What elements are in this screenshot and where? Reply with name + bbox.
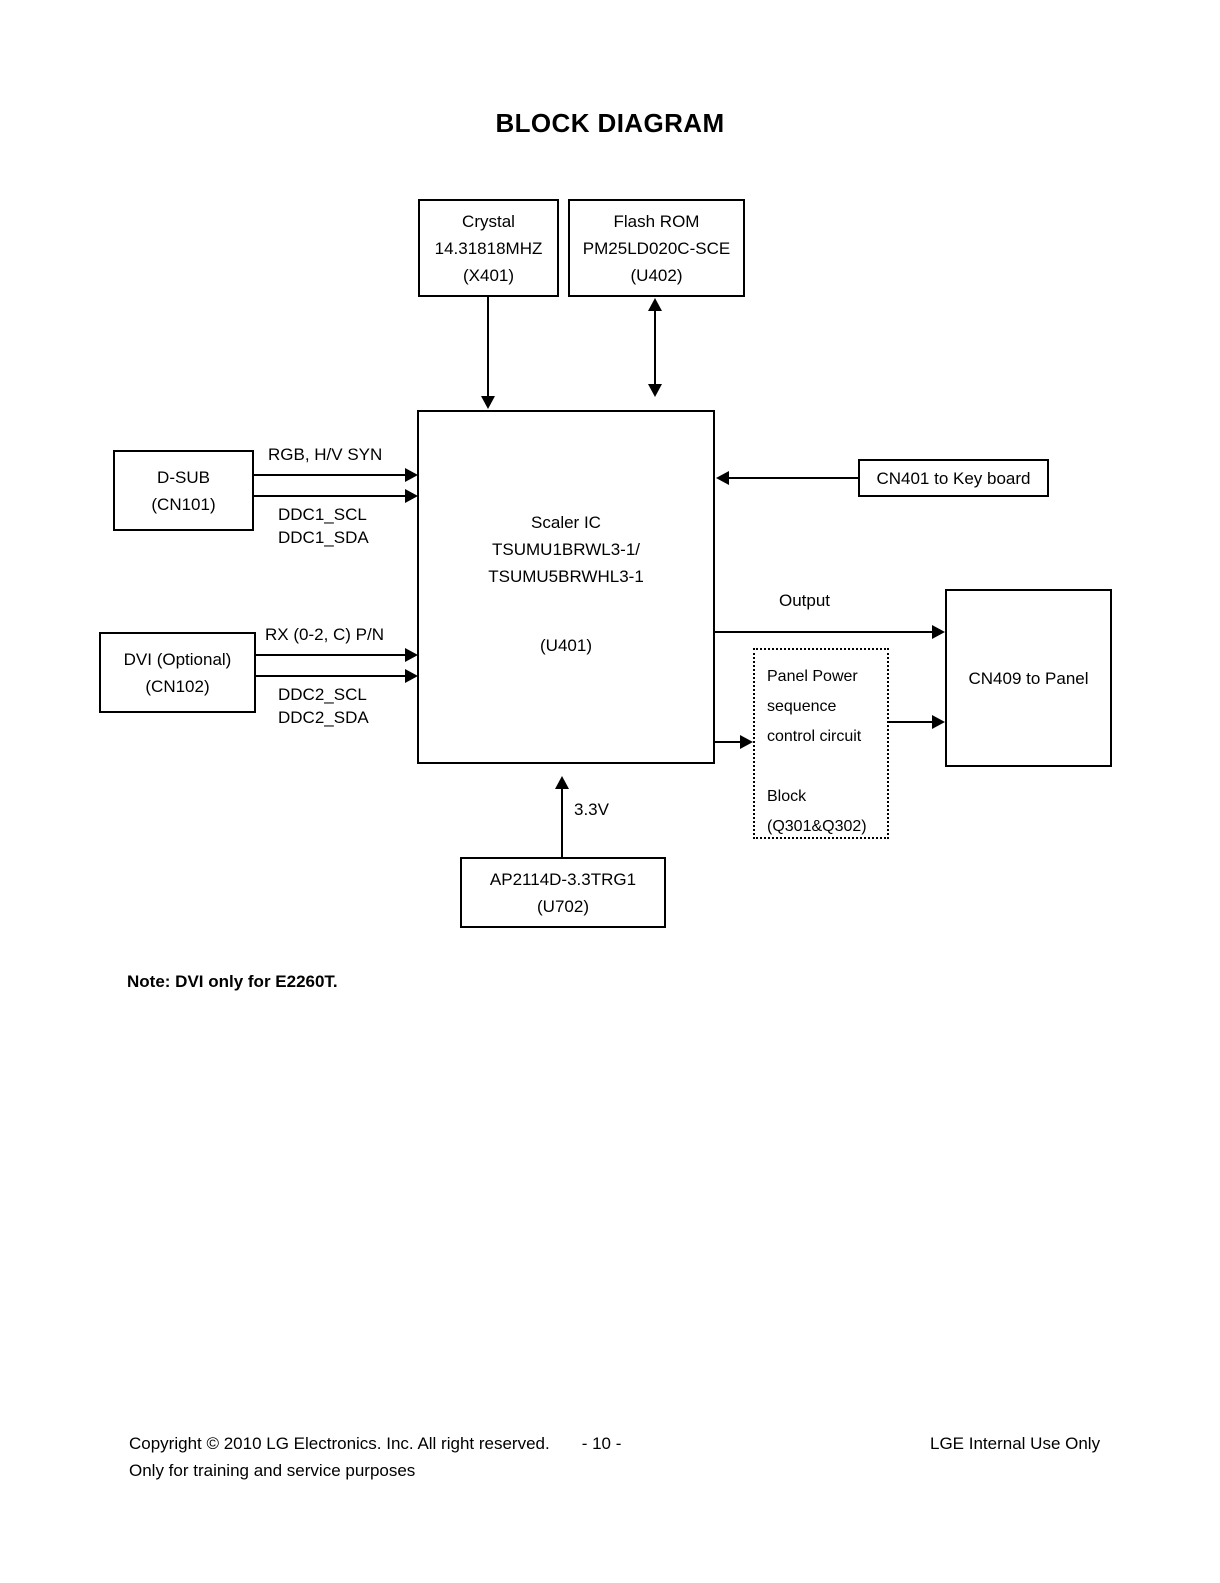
arrowhead-scaler-to-panel-power	[740, 735, 753, 749]
label-ddc1-sda: DDC1_SDA	[278, 528, 369, 547]
flash-rom-line-2: PM25LD020C-SCE	[582, 238, 731, 258]
arrowhead-dsub-ddc1	[405, 489, 418, 503]
arrowhead-scaler-to-flashrom	[648, 298, 662, 311]
label-ddc2-scl: DDC2_SCL	[278, 685, 367, 704]
panel-power-spacer	[767, 752, 771, 782]
crystal-line-3: (X401)	[462, 265, 515, 285]
wire-scaler-to-panel-power	[714, 741, 741, 743]
arrowhead-panel-power-to-cn409	[932, 715, 945, 729]
footer-copyright: Copyright © 2010 LG Electronics. Inc. Al…	[129, 1434, 550, 1453]
arrowhead-cn401-to-scaler	[716, 471, 729, 485]
page-title: BLOCK DIAGRAM	[495, 108, 725, 138]
d-sub-line-2: (CN101)	[151, 494, 216, 514]
block-panel-power-sequence: Panel Power sequence control circuit Blo…	[753, 648, 889, 839]
wire-dsub-rgb	[254, 474, 406, 476]
wire-3v3-to-scaler	[561, 788, 563, 857]
label-ddc1-scl: DDC1_SCL	[278, 505, 367, 524]
block-scaler-ic: Scaler IC TSUMU1BRWL3-1/ TSUMU5BRWHL3-1 …	[417, 410, 715, 764]
scaler-line-3: TSUMU5BRWHL3-1	[488, 567, 644, 586]
dvi-line-1: DVI (Optional)	[123, 649, 232, 669]
block-dvi: DVI (Optional) (CN102)	[99, 632, 256, 713]
panel-power-line-2: sequence	[767, 698, 837, 715]
wire-crystal-to-scaler	[487, 297, 489, 397]
label-3v3-rail: 3.3V	[574, 800, 609, 819]
flash-rom-line-3: (U402)	[630, 265, 683, 285]
block-crystal: Crystal 14.31818MHZ (X401)	[418, 199, 559, 297]
crystal-line-1: Crystal	[462, 211, 515, 231]
cn401-label: CN401 to Key board	[876, 468, 1031, 488]
label-ddc2: DDC2_SCL DDC2_SDA	[278, 683, 369, 729]
scaler-line-2: TSUMU1BRWL3-1/	[492, 540, 640, 559]
flash-rom-line-1: Flash ROM	[613, 211, 700, 231]
label-ddc2-sda: DDC2_SDA	[278, 708, 369, 727]
arrowhead-dvi-ddc2	[405, 669, 418, 683]
wire-dvi-ddc2	[256, 675, 406, 677]
panel-power-line-5: Block	[767, 788, 807, 805]
footer-copyright-row: Copyright © 2010 LG Electronics. Inc. Al…	[129, 1430, 621, 1457]
d-sub-line-1: D-SUB	[157, 467, 210, 487]
arrowhead-dsub-rgb	[405, 468, 418, 482]
block-flash-rom: Flash ROM PM25LD020C-SCE (U402)	[568, 199, 745, 297]
wire-scaler-output-to-cn409	[714, 631, 933, 633]
ap2114d-line-1: AP2114D-3.3TRG1	[489, 869, 637, 889]
cn409-label: CN409 to Panel	[968, 668, 1089, 688]
wire-flashrom-to-scaler	[654, 310, 656, 385]
note-dvi: Note: DVI only for E2260T.	[127, 972, 338, 991]
footer-classification: LGE Internal Use Only	[930, 1434, 1101, 1453]
block-ap2114d-regulator: AP2114D-3.3TRG1 (U702)	[460, 857, 666, 928]
label-rgb-hv-syn: RGB, H/V SYN	[268, 445, 383, 464]
arrowhead-output-to-cn409	[932, 625, 945, 639]
wire-dsub-ddc1	[254, 495, 406, 497]
footer-purpose: Only for training and service purposes	[129, 1461, 416, 1480]
crystal-line-2: 14.31818MHZ	[434, 238, 543, 258]
panel-power-line-1: Panel Power	[767, 668, 858, 685]
panel-power-line-6: (Q301&Q302)	[767, 818, 867, 835]
block-cn409-to-panel: CN409 to Panel	[945, 589, 1112, 767]
label-output: Output	[779, 591, 831, 610]
scaler-line-1: Scaler IC	[531, 513, 601, 532]
arrowhead-flashrom-to-scaler	[648, 384, 662, 397]
wire-dvi-rx	[256, 654, 406, 656]
arrowhead-dvi-rx	[405, 648, 418, 662]
wire-panel-power-to-cn409	[889, 721, 933, 723]
arrowhead-3v3-to-scaler	[555, 776, 569, 789]
ap2114d-line-2: (U702)	[537, 896, 589, 916]
panel-power-line-3: control circuit	[767, 728, 862, 745]
dvi-line-2: (CN102)	[145, 676, 210, 696]
block-d-sub: D-SUB (CN101)	[113, 450, 254, 531]
footer-left: Copyright © 2010 LG Electronics. Inc. Al…	[129, 1430, 621, 1484]
label-rx-0-2-c-pn: RX (0-2, C) P/N	[265, 625, 385, 644]
arrowhead-crystal-to-scaler	[481, 396, 495, 409]
label-ddc1: DDC1_SCL DDC1_SDA	[278, 503, 369, 549]
wire-cn401-to-scaler	[728, 477, 858, 479]
block-cn401-key-board: CN401 to Key board	[858, 459, 1049, 497]
footer-page-number: - 10 -	[581, 1434, 622, 1453]
scaler-ref: (U401)	[540, 636, 592, 655]
